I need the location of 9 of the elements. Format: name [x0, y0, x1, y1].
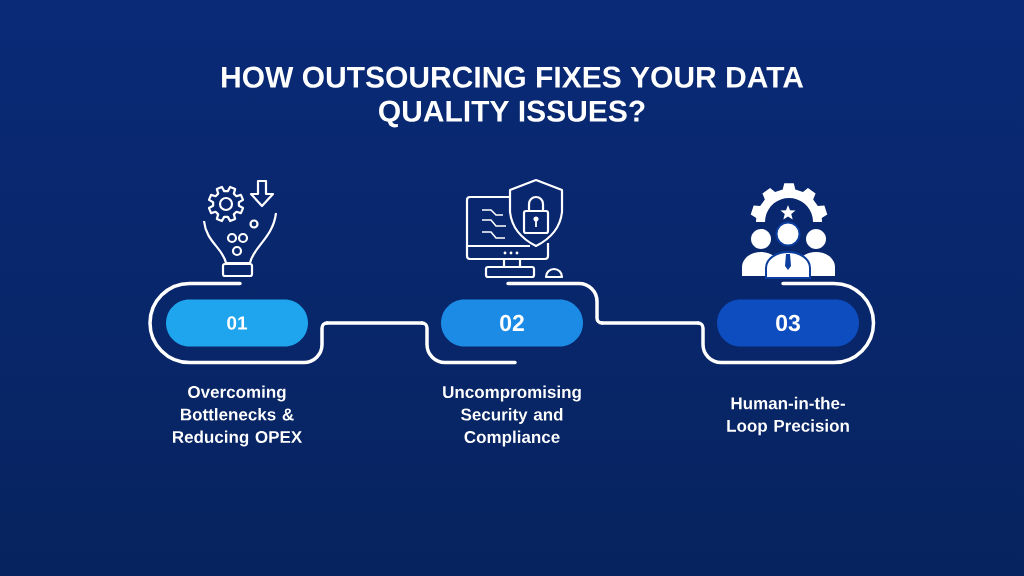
number-pill: 01	[166, 299, 308, 347]
caption-text: Overcoming Bottlenecks & Reducing OPEX	[172, 385, 303, 447]
caption-text: Human-in-the-Loop Precision	[727, 396, 849, 436]
number-pill: 03	[717, 299, 859, 347]
number-pill: 02	[441, 299, 583, 347]
connector-line	[601, 321, 699, 325]
caption-text: Uncompromising Security and Compliance	[443, 385, 581, 447]
connector-line	[326, 321, 423, 325]
title: HOW OUTSOURCING FIXES YOUR DATA QUALITY ISSUES?	[222, 66, 804, 128]
